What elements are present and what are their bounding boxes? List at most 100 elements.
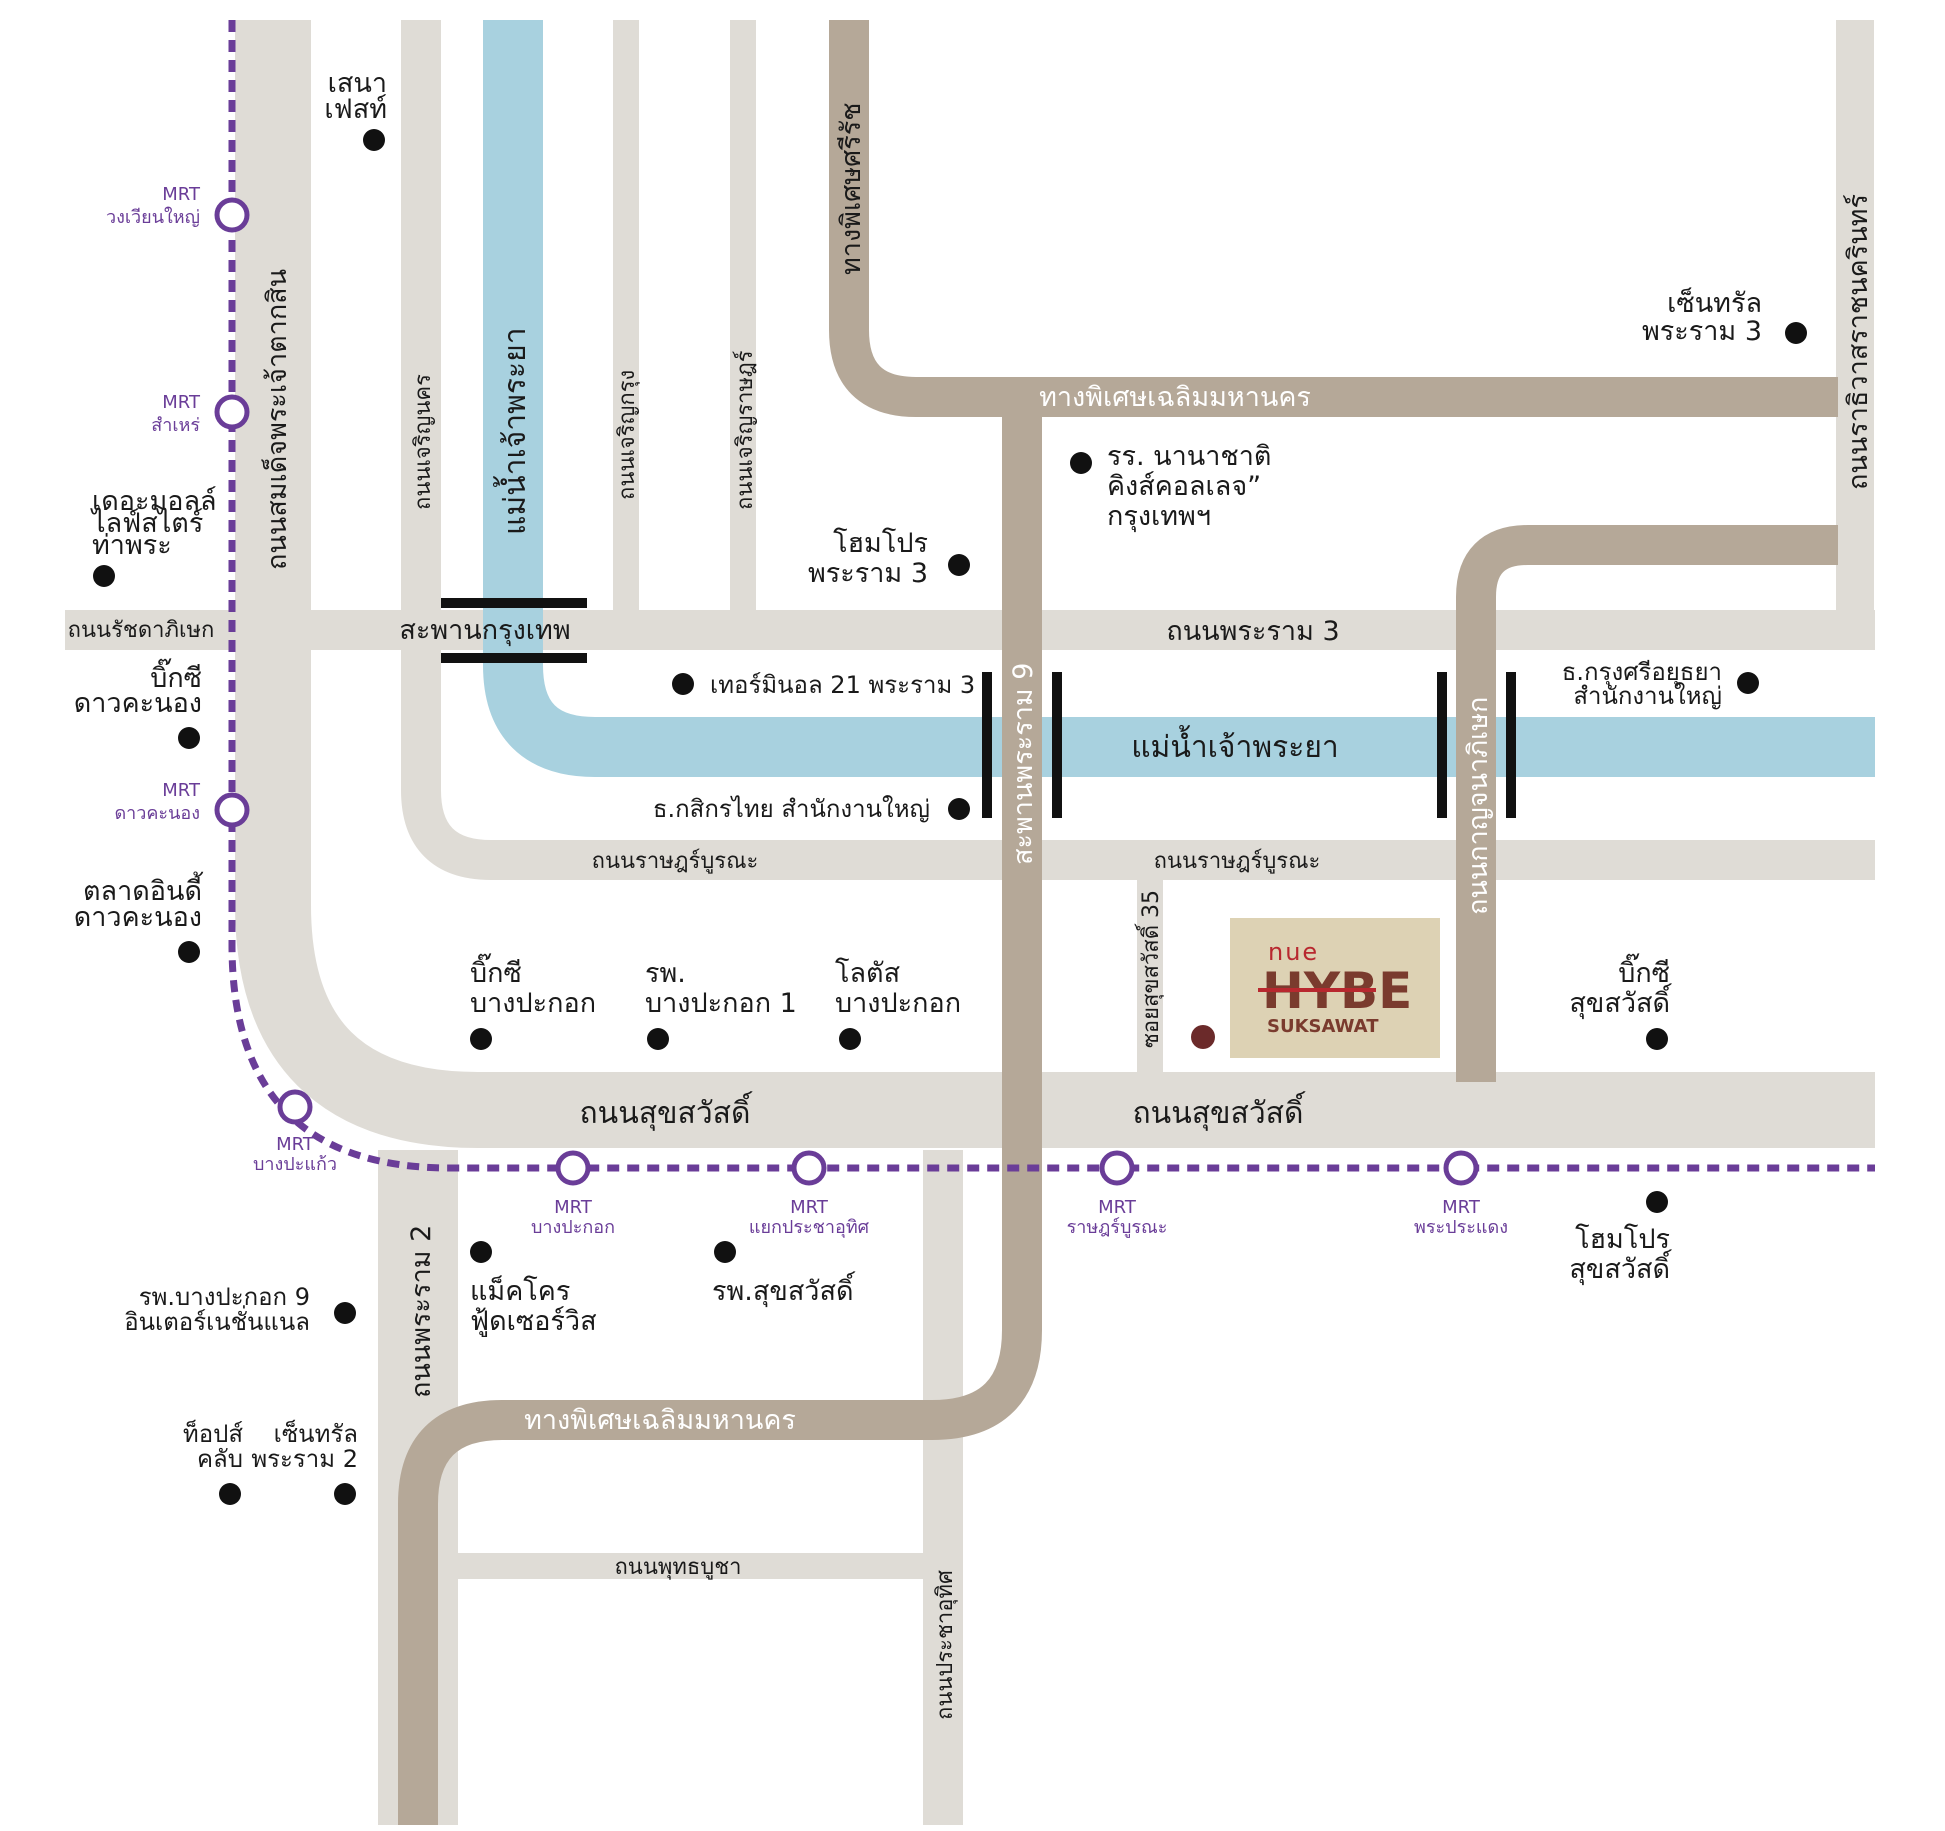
poi-dot-central-rama3[interactable] xyxy=(1785,322,1807,344)
road-label-sirat: ทางพิเศษศรีรัช xyxy=(836,102,867,275)
poi-label-hosp-suksawat: รพ.สุขสวัสดิ์ xyxy=(712,1271,856,1308)
road-label-chalerm-bottom: ทางพิเศษเฉลิมมหานคร xyxy=(524,1405,796,1436)
road-label-suksawat-left: ถนนสุขสวัสดิ์ xyxy=(580,1091,754,1132)
poi-dot-tops-club[interactable] xyxy=(219,1483,241,1505)
road-label-charoen-nakhon: ถนนเจริญนคร xyxy=(411,374,436,510)
poi-dot-krungsri[interactable] xyxy=(1737,672,1759,694)
mrt-label-prefix: MRT xyxy=(554,1197,593,1218)
poi-label-hosp-bangpakok1-2: บางปะกอก 1 xyxy=(645,988,797,1019)
mrt-label-phra-pradaeng: พระประแดง xyxy=(1414,1217,1508,1238)
poi-label-sena-fest-1: เสนา xyxy=(328,68,387,99)
poi-dot-hosp-bangpakok1[interactable] xyxy=(647,1028,669,1050)
poi-dot-kings-college[interactable] xyxy=(1070,452,1092,474)
road-label-charoen-krung: ถนนเจริญกรุง xyxy=(615,370,640,500)
project-marker[interactable]: nue HYBE SUKSAWAT xyxy=(1191,918,1440,1058)
road-label-taksin: ถนนสมเด็จพระเจ้าตากสิน xyxy=(259,269,293,570)
bridge-rama9-right xyxy=(1052,672,1062,818)
road-label-rama3: ถนนพระราม 3 xyxy=(1166,616,1339,647)
mrt-station-bang-pakok[interactable] xyxy=(555,1150,591,1186)
mrt-station-dao-khanong[interactable] xyxy=(214,792,250,828)
mrt-label-prefix: MRT xyxy=(162,184,201,205)
bridge-krungthep-bottom xyxy=(441,653,587,663)
poi-label-bigc-dao-1: บิ๊กซี xyxy=(150,658,202,694)
poi-label-hosp-bangpakok9-2: อินเตอร์เนชั่นแนล xyxy=(124,1305,310,1336)
poi-label-central-rama2-2: พระราม 2 xyxy=(251,1445,358,1473)
poi-label-makro-2: ฟู้ดเซอร์วิส xyxy=(470,1305,597,1337)
chao-phraya-river xyxy=(483,20,1875,777)
poi-label-tops-club-2: คลับ xyxy=(197,1445,243,1473)
road-labels: ถนนสมเด็จพระเจ้าตากสิน ถนนเจริญนคร ถนนเจ… xyxy=(68,102,1874,1720)
poi-dot-hosp-bangpakok9[interactable] xyxy=(334,1302,356,1324)
poi-label-homepro-suksawat-1: โฮมโปร xyxy=(1575,1224,1670,1255)
poi-label-sena-fest-2: เฟสท์ xyxy=(324,93,387,125)
poi-dot-makro[interactable] xyxy=(470,1241,492,1263)
poi-label-lotus-bangpakok-1: โลตัส xyxy=(835,958,900,989)
expressway-kanchana xyxy=(1456,525,1838,1082)
river-label-horizontal: แม่น้ำเจ้าพระยา xyxy=(1131,725,1339,765)
road-label-charoen-rat: ถนนเจริญราษฎร์ xyxy=(733,350,758,510)
mrt-label-wongwian-yai: วงเวียนใหญ่ xyxy=(106,206,200,228)
poi-dot-terminal21[interactable] xyxy=(672,673,694,695)
bridges xyxy=(441,598,1516,818)
project-location-dot[interactable] xyxy=(1191,1025,1215,1049)
expressway-sirat xyxy=(829,20,1838,417)
poi-label-talad-indy-1: ตลาดอินดี้ xyxy=(83,871,203,907)
poi-label-krungsri-1: ธ.กรุงศรีอยุธยา xyxy=(1562,658,1722,687)
bridge-rama9-left xyxy=(982,672,992,818)
mrt-station-samre[interactable] xyxy=(214,394,250,430)
project-brand-small: nue xyxy=(1268,938,1319,966)
poi-label-kings-college-2: คิงส์คอลเลจ” xyxy=(1107,470,1261,502)
poi-label-central-rama2-1: เซ็นทรัล xyxy=(274,1419,358,1448)
mrt-station-bang-pakaeo[interactable] xyxy=(277,1089,313,1125)
poi-label-tops-club-1: ท็อปส์ xyxy=(183,1419,243,1448)
river-label-vertical: แม่น้ำเจ้าพระยา xyxy=(493,327,533,535)
road-label-ratburana-right: ถนนราษฎร์บูรณะ xyxy=(1154,849,1321,874)
mrt-label-dao-khanong: ดาวคะนอง xyxy=(114,803,200,824)
road-charoen-nakhon xyxy=(401,20,1875,880)
poi-dot-kasikorn[interactable] xyxy=(948,798,970,820)
mrt-station-rat-burana[interactable] xyxy=(1099,1150,1135,1186)
bridge-kanchana-left xyxy=(1437,672,1447,818)
poi-dot-lotus-bangpakok[interactable] xyxy=(839,1028,861,1050)
poi-dot-homepro-rama3[interactable] xyxy=(948,554,970,576)
poi-dot-bigc-suksawat[interactable] xyxy=(1646,1028,1668,1050)
poi-label-bigc-suksawat-1: บิ๊กซี xyxy=(1618,953,1670,989)
mrt-station-yaek-pracha-uthit[interactable] xyxy=(791,1150,827,1186)
road-label-rama2: ถนนพระราม 2 xyxy=(406,1225,437,1398)
project-brand-strike xyxy=(1258,988,1376,992)
poi-dot-mall-thapra[interactable] xyxy=(93,565,115,587)
poi-label-makro-1: แม็คโคร xyxy=(470,1273,570,1307)
poi-dot-hosp-suksawat[interactable] xyxy=(714,1241,736,1263)
mrt-station-wongwian-yai[interactable] xyxy=(214,197,250,233)
poi-label-bigc-suksawat-2: สุขสวัสดิ์ xyxy=(1569,983,1672,1020)
poi-dot-sena-fest[interactable] xyxy=(363,129,385,151)
mrt-label-bang-pakaeo: บางปะแก้ว xyxy=(253,1154,337,1175)
mrt-station-phra-pradaeng[interactable] xyxy=(1443,1150,1479,1186)
road-label-rama9-bridge: สะพานพระราม 9 xyxy=(1008,663,1039,865)
mrt-label-prefix: MRT xyxy=(162,392,201,413)
poi-label-hosp-bangpakok1-1: รพ. xyxy=(645,958,686,989)
road-label-kanchana: ถนนกาญจนาภิเษก xyxy=(1463,697,1494,915)
poi-label-lotus-bangpakok-2: บางปะกอก xyxy=(835,988,961,1019)
poi-dot-talad-indy[interactable] xyxy=(178,941,200,963)
poi-label-mall-thapra-2: ไลฟ์สไตร์ xyxy=(90,507,203,539)
poi-label-terminal21: เทอร์มินอล 21 พระราม 3 xyxy=(710,671,975,699)
bridge-krungthep-top xyxy=(441,598,587,608)
poi-dot-homepro-suksawat[interactable] xyxy=(1646,1191,1668,1213)
road-label-phutthabucha: ถนนพุทธบูชา xyxy=(614,1555,741,1580)
poi-label-hosp-bangpakok9-1: รพ.บางปะกอก 9 xyxy=(139,1283,310,1311)
poi-dot-bigc-dao[interactable] xyxy=(178,727,200,749)
expressway-layer xyxy=(398,20,1838,1825)
poi-dot-bigc-bangpakok[interactable] xyxy=(470,1028,492,1050)
poi-label-kings-college-1: รร. นานาชาติ xyxy=(1107,441,1271,472)
road-label-suksawat-right: ถนนสุขสวัสดิ์ xyxy=(1133,1091,1307,1132)
expressway-rama9 xyxy=(398,397,1042,1825)
mrt-label-prefix: MRT xyxy=(1442,1197,1481,1218)
poi-dot-central-rama2[interactable] xyxy=(334,1483,356,1505)
mrt-label-prefix: MRT xyxy=(162,780,201,801)
mrt-label-prefix: MRT xyxy=(1098,1197,1137,1218)
road-taksin xyxy=(235,20,1875,1148)
road-label-bridge-krungthep: สะพานกรุงเทพ xyxy=(399,615,570,647)
bridge-kanchana-right xyxy=(1506,672,1516,818)
